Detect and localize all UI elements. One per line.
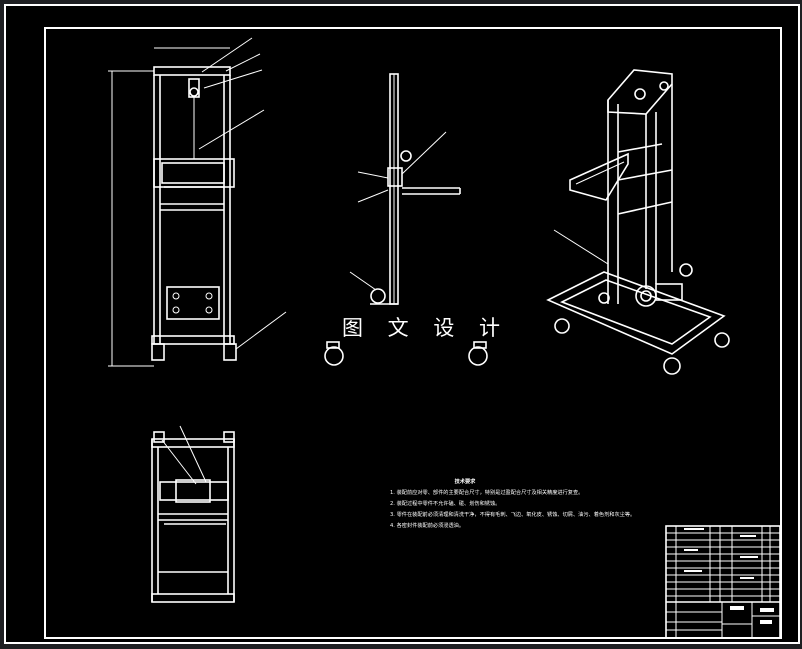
watermark-text: 图 文 设 计: [342, 316, 510, 340]
note-item-3: 3. 零件在装配前必须清理和清洗干净，不得有毛刺、飞边、氧化皮、锈蚀、切屑、油污…: [390, 512, 636, 518]
side-view: [324, 73, 488, 366]
isometric-view: [546, 69, 730, 375]
note-item-1: 1. 装配前应对零、部件的主要配合尺寸，特别是过盈配合尺寸及相关精度进行复查。: [390, 490, 584, 496]
notes-title: 技术要求: [454, 479, 476, 485]
technical-notes: 技术要求 1. 装配前应对零、部件的主要配合尺寸，特别是过盈配合尺寸及相关精度进…: [390, 477, 680, 532]
drawing-frame: [44, 27, 782, 639]
top-view: [151, 425, 235, 603]
title-block: [665, 525, 781, 639]
drawing-canvas: [108, 37, 781, 639]
note-item-4: 4. 各密封件装配前必须浸透油。: [390, 523, 465, 529]
note-item-2: 2. 装配过程中零件不允许磕、碰、划伤和锈蚀。: [390, 501, 501, 507]
drawing-sheet: 图 文 设 计 技术要求 1. 装配前应对零、部件的主要配合尺寸，特别是过盈配合…: [4, 4, 800, 644]
front-view: [108, 37, 287, 367]
sheet-border: [4, 4, 800, 644]
